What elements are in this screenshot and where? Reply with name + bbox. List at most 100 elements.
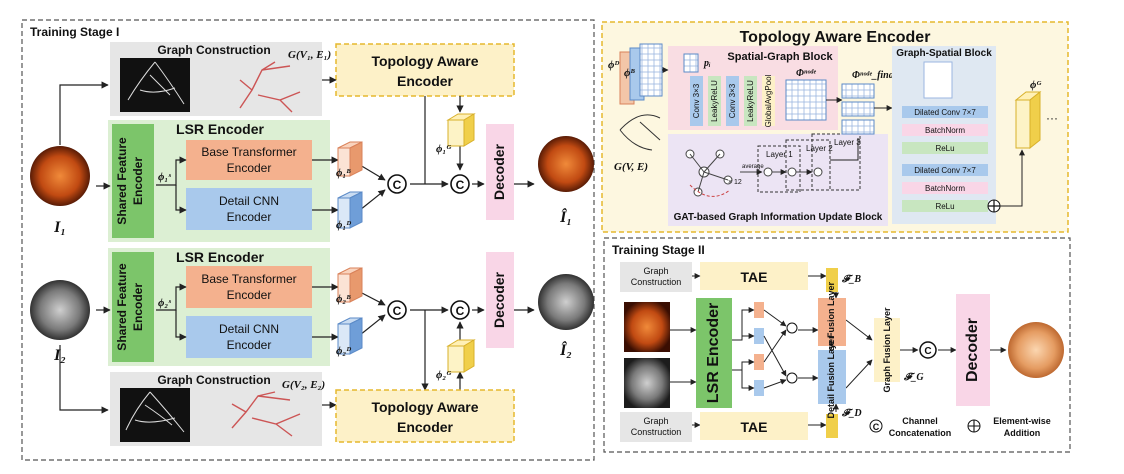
graph-label-bot: G(V₂, E₂) [282,379,325,391]
tae-detail-title: Topology Aware Encoder [740,29,931,46]
tae-top-line2: Encoder [397,73,454,89]
legend-concat-line1: Channel [902,416,938,426]
s2-mini-cubes [754,302,764,396]
x12-label: × 12 [728,179,742,186]
base-top-box [186,140,312,180]
detail-bot-box [186,316,312,358]
dil1-label: Dilated Conv 7×7 [914,108,976,117]
conv1-label: Conv 3×3 [692,83,701,118]
concat-symbol-4 [450,300,470,320]
phi-b1: ϕ₁ᴮ [336,167,351,179]
cube-phi-b1 [337,141,363,177]
concat-symbol-3-letter: C [393,304,402,318]
phi-s2: ϕ₂ˢ [158,297,171,309]
legend-add-line1: Element-wise [993,416,1051,426]
lsr-bot-label: LSR Encoder [176,249,264,265]
layer2-label: Layer 2 [806,144,833,153]
detail-bot-line2: Encoder [227,338,272,352]
s2-input-gray [624,358,670,408]
tae-phi-b: ϕᴮ [624,67,635,79]
legend-add-cross [968,420,980,432]
concat-symbol-2-letter: C [456,178,465,192]
s2-detail-fusion-label: Detail Fusion Layer [826,335,836,419]
graph-construction-bot-label: Graph Construction [157,373,270,387]
shared-top-box [112,124,154,238]
s2-lsr-label: LSR Encoder [705,303,722,403]
leaky2-box [744,76,757,126]
shared-top-line1: Shared Feature [115,137,129,225]
cube-phi-b2 [337,267,363,303]
s2-graph-bot-line2: Construction [631,427,682,437]
cube-phi-g [1014,90,1042,150]
vessel-lines-top [127,61,185,105]
layer1-label: Layer 1 [766,150,793,159]
cube-phi-d2 [337,317,363,355]
tae-graph-label: G(V, E) [614,161,648,173]
output-image-2 [538,274,594,330]
s2-concat-bot [786,372,798,384]
tae-bot-line1: Topology Aware [371,399,478,415]
tae-detail-panel: Topology Aware Encoder ϕᴰ ϕᴮ Spatial-Gra… [601,21,1069,233]
base-top-line2: Encoder [227,161,272,175]
s2-base-fusion-label: Base Fusion Layer [826,281,836,362]
base-top-line1: Base Transformer [201,145,296,159]
tae-top-line1: Topology Aware [371,53,478,69]
s2-lsr-box [696,298,732,408]
s2-concat-top [786,322,798,334]
input-image-1 [30,146,90,206]
phi-b2: ϕ₂ᴮ [336,293,351,305]
lsr-top-label: LSR Encoder [176,121,264,137]
output2-label: Î₂ [559,340,572,359]
tae-ellipsis: ··· [1046,111,1058,125]
legend-concat-line2: Concatenation [889,428,952,438]
dil2-box [902,164,988,176]
phi-s1: ϕ₁ˢ [158,171,171,183]
concat-symbol-2 [450,174,470,194]
phi-g2: ϕ₂ᴳ [436,369,451,381]
relu2-label: ReLu [935,202,954,211]
s2-fused-output [1008,322,1064,378]
concat-symbol-1 [387,174,407,194]
s2-fg: 𝓕_G [903,372,924,383]
concat-symbol-4-letter: C [456,304,465,318]
s2-graph-top-box [620,262,692,292]
tae-bot-line2: Encoder [397,419,454,435]
input1-label: I₁ [53,219,66,236]
shared-bot-line2: Encoder [131,283,145,331]
tae-phi-g: ϕᴳ [1030,79,1041,91]
graph-sketch-bot [231,391,301,437]
s2-input-color [624,302,670,352]
layer1-frame [757,145,801,193]
conv1-box [690,76,703,126]
stage1-title: Training Stage I [30,25,119,39]
gap-box [762,76,775,126]
gat-block [668,134,888,226]
shared-top-line2: Encoder [131,157,145,205]
input-image-2 [30,280,90,340]
output1-label: Î₁ [559,207,572,226]
decoder-bot-box [486,252,514,348]
base-bot-line2: Encoder [227,288,272,302]
s2-tae-bot-label: TAE [741,419,768,435]
s2-base-fusion-box [818,298,846,346]
conv2-label: Conv 3×3 [728,83,737,118]
vessel-lines-bot [125,391,185,433]
graph-label-top: G(V₁, E₁) [288,49,331,61]
legend-add-line2: Addition [1004,428,1041,438]
layer2-frame [785,139,831,191]
phi-node-final-label: Φⁿᵒᵈᵉ_final [852,70,897,81]
graph-sketch-top [239,61,301,113]
s2-graph-top-line2: Construction [631,277,682,287]
phi-d1: ϕ₁ᴰ [336,219,351,231]
s2-decoder-box [956,294,990,406]
stage2-title: Training Stage II [612,243,705,257]
decoder-top-label: Decoder [491,143,507,200]
cube-phi-d1 [337,191,363,229]
decoder-top-box [486,124,514,220]
base-bot-box [186,266,312,308]
conv2-box [726,76,739,126]
vessel-map-bot [120,388,190,442]
input-feature-stack [619,43,663,105]
dil1-box [902,106,988,118]
phi-node-label: Φⁿᵒᵈᵉ [796,68,816,79]
